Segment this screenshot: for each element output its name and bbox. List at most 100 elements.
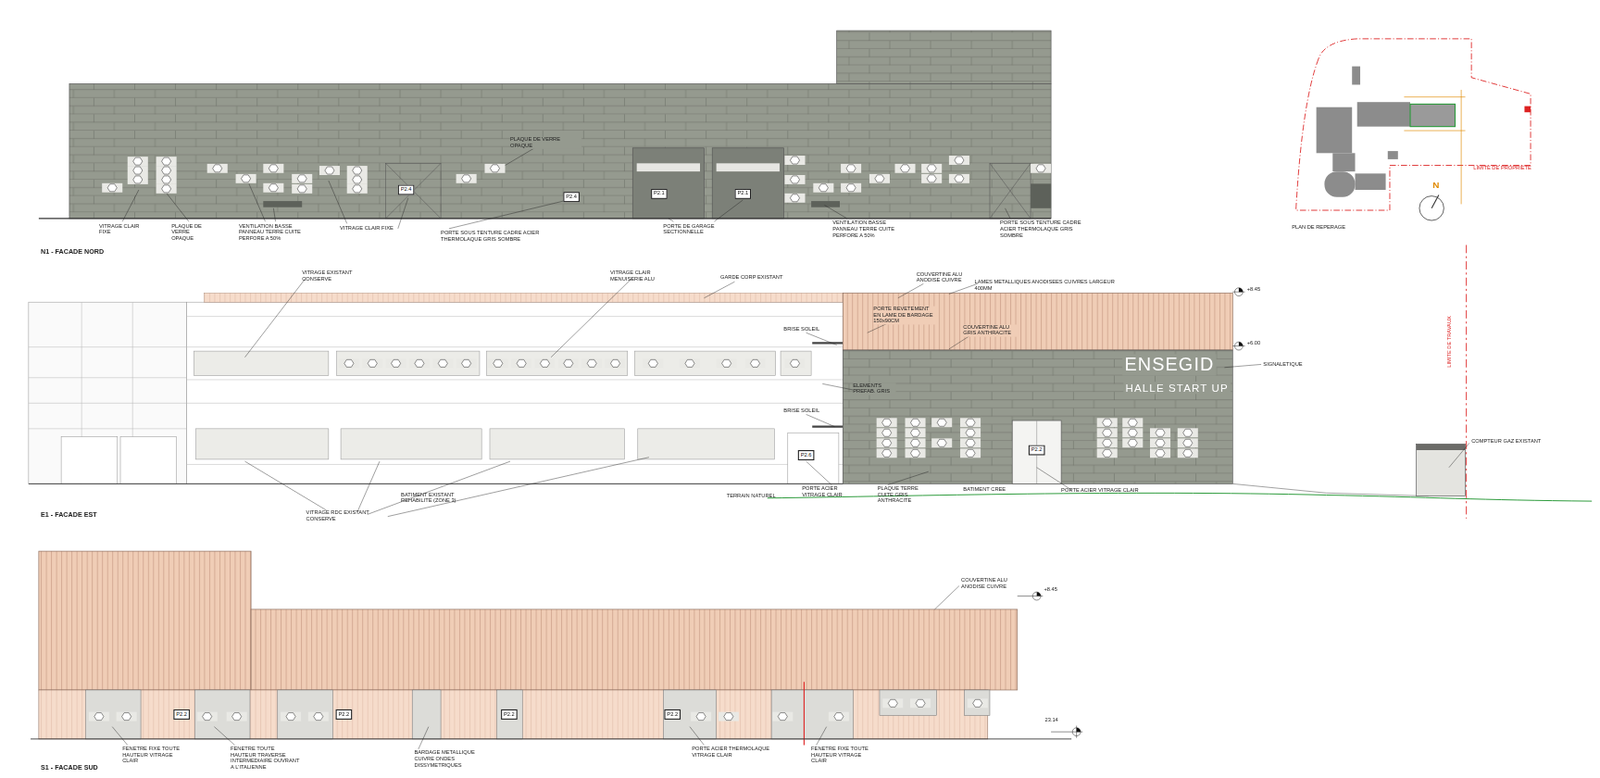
window-hex-symbol xyxy=(915,699,925,707)
window-hex-symbol xyxy=(834,712,844,721)
glazing-panel xyxy=(960,417,981,427)
callout-label: ENSEGID xyxy=(1122,353,1216,375)
window-hex-symbol xyxy=(212,164,223,173)
window-hex-symbol xyxy=(462,175,472,183)
window-hex-symbol xyxy=(587,359,597,367)
callout-label: PORTE SOUS TENTURE CADRE ACIER THERMOLAQ… xyxy=(1000,220,1098,239)
glazing-panel xyxy=(116,712,138,722)
callout-label: BRISE SOLEIL xyxy=(783,326,825,334)
glazing-panel xyxy=(840,163,862,174)
glazing-panel xyxy=(905,427,926,438)
window-hex-symbol xyxy=(910,418,920,426)
callout-label: VITRAGE CLAIR MENUISERIE ALU xyxy=(610,270,667,283)
glazing-panel xyxy=(456,358,477,368)
glazing-panel xyxy=(716,358,738,368)
window-hex-symbol xyxy=(926,175,937,183)
callout-label: PLAQUE TERRE CUITE GRIS ANTHRACITE xyxy=(877,486,935,505)
window-hex-symbol xyxy=(1127,438,1138,447)
window-hex-symbol xyxy=(685,359,695,367)
callout-label: VENTILATION BASSE PANNEAU TERRE CUITE PE… xyxy=(832,220,904,239)
tag-text: P2.2 xyxy=(1031,447,1043,453)
glazing-panel xyxy=(432,358,453,368)
window-hex-symbol xyxy=(202,712,213,721)
glazing-panel xyxy=(1097,417,1118,427)
glazing-panel xyxy=(812,183,834,193)
glazing-panel xyxy=(744,358,765,368)
glazing-panel xyxy=(949,174,970,184)
glazing-panel xyxy=(88,712,110,722)
window-hex-symbol xyxy=(696,712,706,721)
glazing-panel xyxy=(197,712,218,722)
window-hex-symbol xyxy=(910,449,920,457)
callout-label: PLAN DE REPERAGE xyxy=(1291,224,1374,231)
callout-label: SIGNALETIQUE xyxy=(1262,361,1325,368)
glazing-panel xyxy=(511,358,532,368)
glazing-panel xyxy=(949,155,970,165)
callout-label: TERRAIN NATUREL xyxy=(726,492,778,500)
glazing-panel xyxy=(784,175,805,185)
window-hex-symbol xyxy=(789,156,800,164)
view-title: N1 - FACADE NORD xyxy=(40,248,104,256)
window-hex-symbol xyxy=(965,418,975,426)
glazing-panel xyxy=(226,712,248,722)
window-hex-symbol xyxy=(133,166,143,175)
window-hex-symbol xyxy=(489,164,500,173)
window-hex-symbol xyxy=(910,438,920,447)
glazing-panel xyxy=(1150,448,1171,458)
window-hex-symbol xyxy=(954,175,964,183)
glazing-panel xyxy=(1150,427,1171,438)
glazing-panel xyxy=(882,698,903,708)
glazing-panel xyxy=(1122,427,1143,438)
door-tag: P2.2 xyxy=(1027,445,1045,456)
window-hex-symbol xyxy=(900,164,910,173)
glazing-panel xyxy=(262,183,284,193)
callout-label: +6.00 xyxy=(1247,340,1272,348)
window-hex-symbol xyxy=(722,359,732,367)
glazing-panel xyxy=(642,358,663,368)
glazing-panel xyxy=(456,174,477,184)
glazing-panel xyxy=(101,183,123,193)
callout-label: BATIMENT CREE xyxy=(962,487,1025,494)
glazing-panel xyxy=(558,358,579,368)
glazing-panel xyxy=(828,712,850,722)
glazing-panel xyxy=(291,174,313,184)
callout-label: VITRAGE CLAIR FIXE xyxy=(339,225,401,233)
window-hex-symbol xyxy=(462,359,472,367)
glazing-panel xyxy=(679,358,700,368)
glazing-panel xyxy=(1177,437,1199,448)
callout-label: COUVERTINE ALU ANODISE CUIVRE xyxy=(961,577,1018,590)
door-tag: P2.1 xyxy=(734,188,751,200)
glazing-panel xyxy=(910,698,931,708)
window-hex-symbol xyxy=(1102,418,1113,426)
glazing-panel xyxy=(347,184,368,194)
tag-text: P2.4 xyxy=(400,187,413,193)
window-hex-symbol xyxy=(789,359,800,367)
glazing-panel xyxy=(690,712,712,722)
window-hex-symbol xyxy=(313,712,324,721)
window-hex-symbol xyxy=(325,166,335,175)
glazing-panel xyxy=(1122,437,1143,448)
window-hex-symbol xyxy=(162,185,172,193)
tag-text: P2.2 xyxy=(503,711,515,717)
window-hex-symbol xyxy=(232,712,242,721)
window-hex-symbol xyxy=(563,359,574,367)
window-hex-symbol xyxy=(882,438,892,447)
glazing-panel xyxy=(127,165,149,175)
window-hex-symbol xyxy=(297,185,307,193)
glazing-panel xyxy=(156,156,177,166)
window-hex-symbol xyxy=(437,359,448,367)
callout-label: PLAQUE DE VERRE OPAQUE xyxy=(510,137,582,150)
window-hex-symbol xyxy=(789,194,800,202)
tag-text: P2.2 xyxy=(337,711,350,717)
callout-label: FENETRE FIXE TOUTE HAUTEUR VITRAGE CLAIR xyxy=(811,746,871,765)
callout-label: PORTE REVETEMENT EN LAME DE BARDAGE 150x… xyxy=(873,306,937,325)
glazing-panel xyxy=(772,712,793,722)
window-hex-symbol xyxy=(875,175,885,183)
glazing-panel xyxy=(347,175,368,185)
glazing-panel xyxy=(605,358,626,368)
glazing-panel xyxy=(156,165,177,175)
glazing-panel xyxy=(967,698,988,708)
window-hex-symbol xyxy=(414,359,425,367)
glazing-panel xyxy=(386,358,407,368)
window-hex-symbol xyxy=(724,712,734,721)
